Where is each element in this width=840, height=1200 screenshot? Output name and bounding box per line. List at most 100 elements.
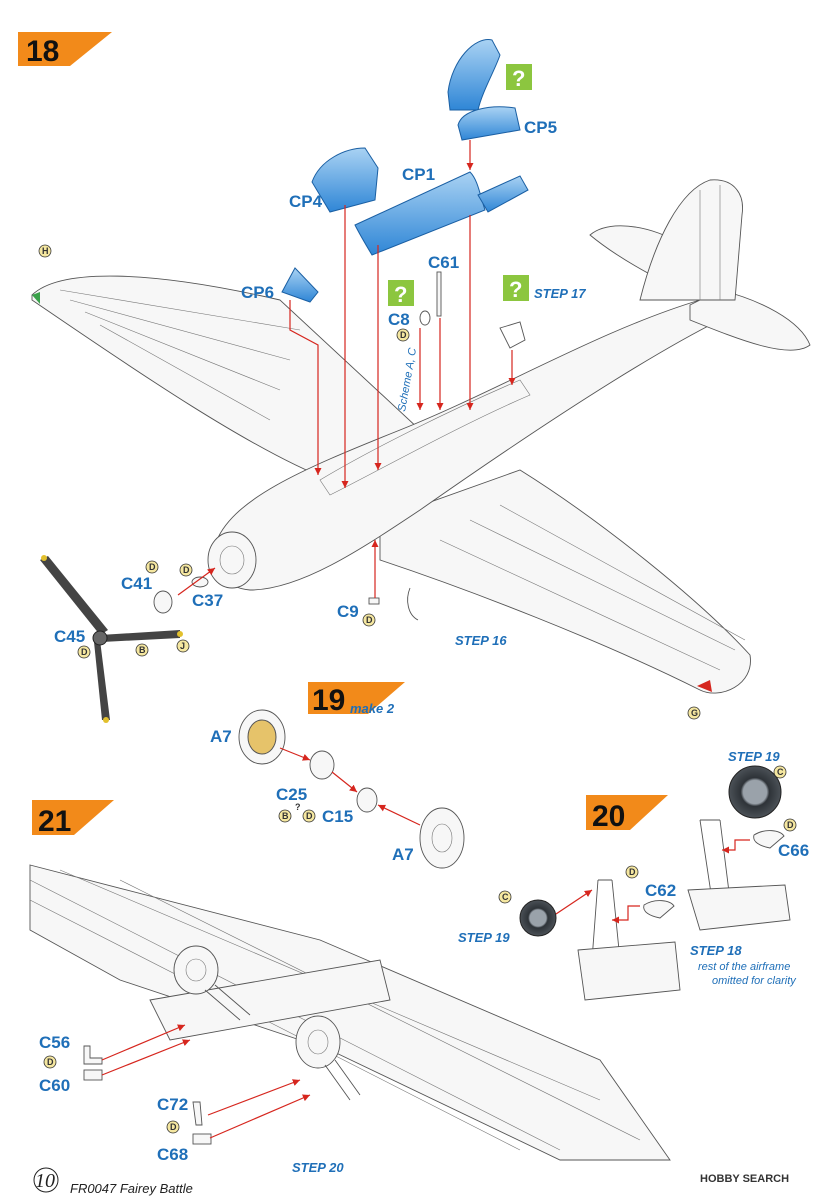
omitted-note-1: rest of the airframe (698, 961, 790, 973)
ref-step-17: STEP 17 (534, 286, 586, 301)
step-18-header: 18 (18, 32, 112, 68)
label-cp1: CP1 (402, 165, 435, 184)
label-c72: C72 (157, 1095, 188, 1114)
propeller-assembly (40, 555, 183, 723)
part-cp5 (457, 106, 521, 141)
label-c68: C68 (157, 1145, 188, 1164)
step-20: 20 STEP 19 C C66 D C STEP 19 C62 D STEP … (458, 749, 809, 1001)
leg-right (699, 819, 731, 901)
step-18-banner (18, 32, 112, 66)
gear-legs (204, 984, 361, 1101)
part-windscreen-alt (447, 39, 501, 111)
prop-blade-3 (100, 630, 180, 642)
ref-step-19-top: STEP 19 (728, 749, 780, 764)
red-nav-light (697, 680, 712, 692)
part-cp4 (311, 147, 379, 213)
label-c37: C37 (192, 591, 223, 610)
airframe-step18 (31, 179, 811, 694)
label-cp5: CP5 (524, 118, 557, 137)
cowl-intake (219, 545, 245, 575)
installed-wheel-1 (173, 945, 219, 995)
part-c56-shape (83, 1045, 103, 1065)
part-c60-shape (83, 1069, 103, 1081)
paint-marker-b-19 (278, 809, 292, 823)
label-a7-top: A7 (210, 727, 232, 746)
unknown-mark-3: ? (509, 277, 522, 302)
svg-text:D: D (787, 820, 794, 830)
page-number: 10 (35, 1170, 55, 1192)
tail-fin (639, 179, 743, 301)
ref-step-18: STEP 18 (690, 943, 742, 958)
label-cp6: CP6 (241, 283, 274, 302)
label-c66: C66 (778, 841, 809, 860)
gun-mount-shape (499, 321, 526, 349)
unknown-part-icon (506, 64, 532, 90)
svg-text:G: G (691, 708, 698, 718)
paint-marker-c-right (773, 765, 787, 779)
paint-marker-g (687, 706, 701, 720)
label-c56: C56 (39, 1033, 70, 1052)
label-c61: C61 (428, 253, 459, 272)
svg-text:D: D (81, 647, 88, 657)
step-21-number: 21 (38, 805, 71, 838)
svg-text:D: D (629, 867, 636, 877)
prop-blade-1 (40, 556, 108, 635)
right-tailplane (689, 289, 811, 351)
svg-text:H: H (42, 246, 49, 256)
paint-marker-d-19 (302, 809, 316, 823)
stand-right (687, 884, 791, 931)
ref-step-16: STEP 16 (455, 633, 507, 648)
part-c61-shape (436, 271, 442, 317)
step-19: 19 make 2 A7 C25 C15 A7 B ? D (210, 682, 465, 869)
paint-marker-d-c62 (625, 865, 639, 879)
prop-blade-2 (94, 640, 110, 720)
engine-cowl (207, 531, 257, 589)
right-wing (379, 469, 751, 694)
part-c68-shape (192, 1133, 212, 1145)
label-c60: C60 (39, 1076, 70, 1095)
footer-title: FR0047 Fairey Battle (70, 1181, 193, 1196)
paint-marker-b (135, 643, 149, 657)
paint-marker-c-left (498, 890, 512, 904)
part-c8-shape (419, 310, 431, 326)
ref-step-19-left: STEP 19 (458, 930, 510, 945)
part-c66-shape (753, 830, 785, 849)
svg-text:D: D (366, 615, 373, 625)
unknown-mark: ? (512, 66, 525, 91)
ref-step-20: STEP 20 (292, 1160, 344, 1175)
step-19-note: make 2 (350, 701, 395, 716)
step-20-banner (586, 795, 668, 830)
prop-hub (92, 630, 108, 646)
paint-marker-d-c37 (179, 563, 193, 577)
paint-marker-d-c66 (783, 818, 797, 832)
labels-18: CP5 CP1 CP4 CP6 C61 C8 STEP 17 Scheme A,… (54, 118, 586, 648)
step-21-banner (32, 800, 114, 835)
label-c15: C15 (322, 807, 353, 826)
svg-text:D: D (183, 565, 190, 575)
label-c9: C9 (337, 602, 359, 621)
omitted-note-2: omitted for clarity (712, 975, 797, 987)
wheel-a7-inner (419, 807, 465, 869)
paint-marker-h (38, 244, 52, 258)
stand-left (577, 941, 681, 1001)
step-19-number: 19 (312, 684, 345, 717)
part-c62-shape (643, 900, 675, 919)
wing-underside (29, 864, 671, 1161)
small-parts-18 (153, 271, 526, 614)
paint-marker-d-c56 (43, 1055, 57, 1069)
paint-marker-d-c45 (77, 645, 91, 659)
paint-marker-d-c8 (396, 328, 410, 342)
wheel-left (519, 899, 557, 937)
svg-text:B: B (139, 645, 146, 655)
page-number-circle (33, 1167, 59, 1193)
question-mark-19: ? (295, 802, 301, 812)
paint-marker-d-c72 (166, 1120, 180, 1134)
part-cp1-rear (477, 175, 529, 213)
label-c62: C62 (645, 881, 676, 900)
wheel-right (728, 765, 782, 819)
canopy-parts: ? ? ? (281, 39, 532, 307)
step-20-number: 20 (592, 800, 625, 833)
label-cp4: CP4 (289, 192, 323, 211)
svg-text:C: C (777, 767, 784, 777)
